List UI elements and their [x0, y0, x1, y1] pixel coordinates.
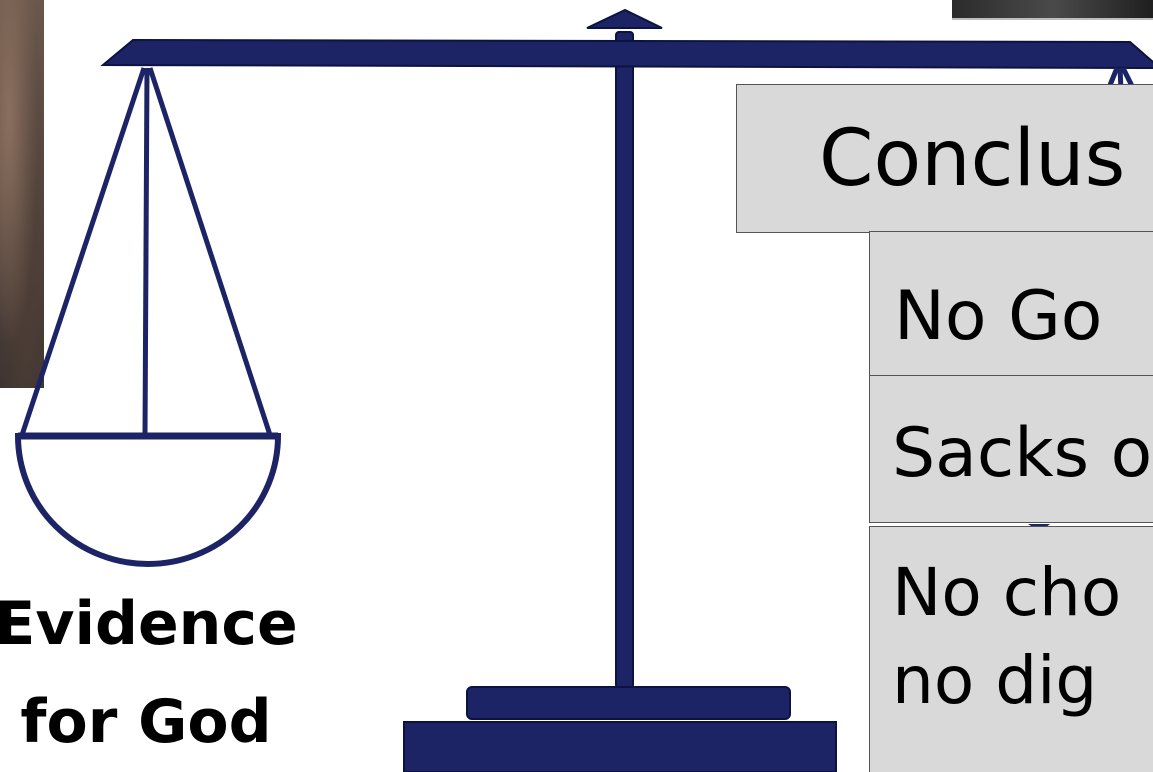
- left-pan-strings: [19, 67, 273, 436]
- left-pan: [14, 433, 282, 567]
- sacks-box: Sacks o: [869, 375, 1153, 523]
- no-choice-box: No cho no dig: [869, 526, 1153, 772]
- scale-finial: [586, 8, 663, 29]
- evidence-for-god-label: Evidence for God: [0, 575, 326, 771]
- no-god-box: No Go: [869, 231, 1153, 377]
- photo-fragment-right: [952, 0, 1153, 20]
- scale-base-bottom: [403, 721, 837, 772]
- scale-beam: [100, 38, 1153, 69]
- no-choice-line1: No cho: [892, 554, 1122, 631]
- evidence-label-line2: for God: [20, 687, 272, 757]
- evidence-label-line1: Evidence: [0, 589, 298, 659]
- scale-base-top: [466, 686, 791, 720]
- no-choice-line2: no dig: [892, 642, 1098, 719]
- scale-post: [615, 31, 634, 689]
- conclusion-box: Conclus: [736, 84, 1153, 233]
- photo-fragment-left: [0, 0, 44, 388]
